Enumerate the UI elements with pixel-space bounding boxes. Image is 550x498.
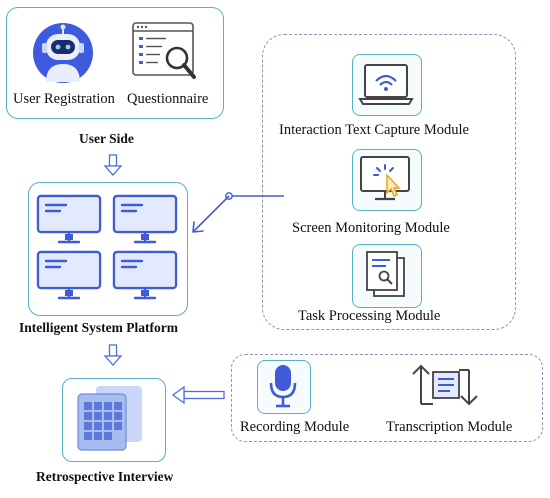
monitor-grid-icon bbox=[34, 192, 184, 310]
retrospective-label: Retrospective Interview bbox=[36, 469, 174, 484]
user-side-label: User Side bbox=[79, 131, 134, 146]
recording-module-label: Recording Module bbox=[240, 419, 350, 435]
arrow-down-2 bbox=[103, 344, 123, 371]
screen-monitoring-label: Screen Monitoring Module bbox=[292, 220, 450, 236]
task-processing-label: Task Processing Module bbox=[298, 308, 441, 324]
arrow-left bbox=[171, 385, 226, 409]
transcription-module-label: Transcription Module bbox=[386, 419, 513, 435]
questionnaire-label: Questionnaire bbox=[127, 91, 209, 107]
transcription-icon bbox=[409, 364, 479, 415]
screen-monitor-icon bbox=[357, 153, 415, 212]
robot-icon bbox=[32, 22, 94, 84]
laptop-wifi-icon bbox=[358, 59, 414, 114]
calendar-pages-icon bbox=[72, 384, 148, 459]
questionnaire-icon bbox=[132, 22, 198, 82]
platform-label: Intelligent System Platform bbox=[19, 320, 178, 335]
interaction-capture-label: Interaction Text Capture Module bbox=[279, 122, 469, 138]
task-document-icon bbox=[362, 248, 412, 307]
user-registration-label: User Registration bbox=[13, 91, 115, 107]
arrow-down-1 bbox=[103, 154, 123, 181]
microphone-icon bbox=[266, 363, 300, 414]
